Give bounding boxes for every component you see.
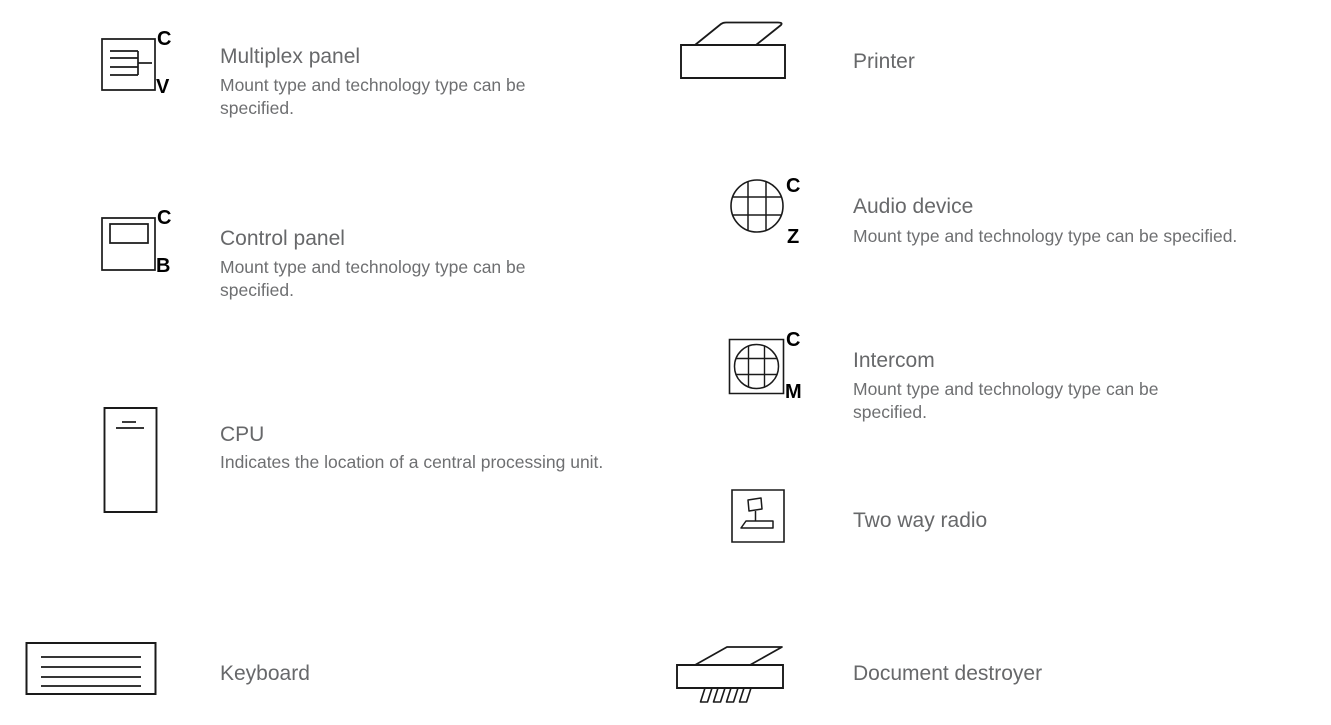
item-title: Keyboard <box>220 662 310 685</box>
cpu-icon <box>103 406 159 514</box>
item-description: Mount type and technology type can be sp… <box>220 257 526 300</box>
item-title: Audio device <box>853 195 974 218</box>
multiplex-panel-icon <box>100 37 158 93</box>
item-description: Indicates the location of a central proc… <box>220 452 604 472</box>
item-title: Document destroyer <box>853 662 1043 685</box>
two-way-radio-icon <box>730 488 787 545</box>
technology-type-letter: M <box>785 381 802 403</box>
keyboard-icon <box>25 641 158 697</box>
mount-type-letter: C <box>157 207 172 229</box>
item-description: Mount type and technology type can be sp… <box>853 226 1238 246</box>
printer-icon <box>678 20 790 82</box>
item-title: CPU <box>220 423 265 446</box>
audio-device-icon <box>729 178 787 236</box>
item-title: Two way radio <box>853 509 988 532</box>
item-title: Control panel <box>220 227 345 250</box>
item-title: Multiplex panel <box>220 45 361 68</box>
item-description: Mount type and technology type can be sp… <box>853 379 1159 422</box>
item-title: Intercom <box>853 349 935 372</box>
control-panel-icon <box>100 216 158 274</box>
technology-type-letter: V <box>156 76 170 98</box>
mount-type-letter: C <box>157 28 172 50</box>
item-title: Printer <box>853 50 915 73</box>
technology-type-letter: B <box>156 255 171 277</box>
mount-type-letter: C <box>786 329 801 351</box>
document-destroyer-icon <box>675 641 791 707</box>
mount-type-letter: C <box>786 175 801 197</box>
technology-type-letter: Z <box>787 226 800 248</box>
intercom-icon <box>728 338 786 396</box>
item-description: Mount type and technology type can be sp… <box>220 75 526 118</box>
